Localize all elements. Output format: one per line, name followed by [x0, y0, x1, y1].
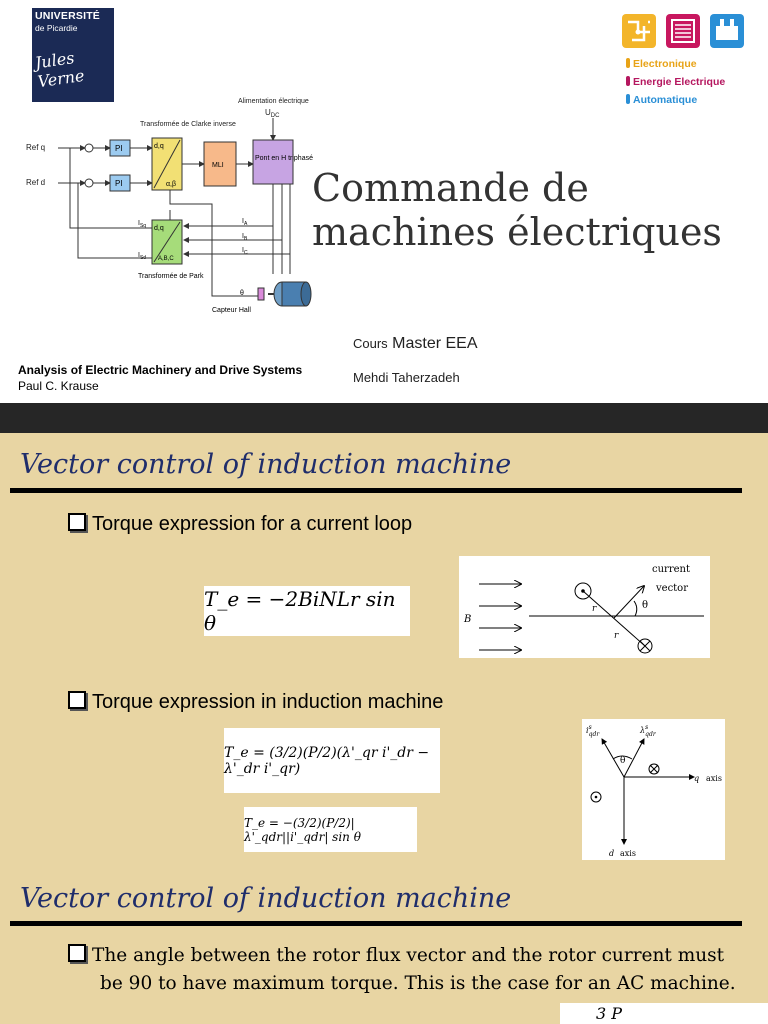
- equation-torque-induction-1: T_e = (3/2)(P/2)(λ'_qr i'_dr − λ'_dr i'_…: [224, 728, 440, 793]
- lab-automatique: Automatique: [626, 94, 697, 106]
- university-signature: Jules Verne: [33, 48, 86, 92]
- svg-text:IA: IA: [242, 218, 248, 227]
- diag-park: Transformée de Park: [138, 273, 204, 280]
- content-slide: Vector control of induction machine Torq…: [0, 433, 768, 1024]
- diag-udc-sub: DC: [271, 113, 280, 119]
- angle-explanation: The angle between the rotor flux vector …: [68, 942, 736, 998]
- equation-partial: 3 P: [560, 1003, 768, 1024]
- automation-icon: [710, 14, 744, 48]
- diag-ref-q: Ref q: [26, 143, 45, 152]
- svg-text:IC: IC: [242, 247, 248, 256]
- current-loop-figure: B θ current vector r r: [459, 556, 710, 658]
- svg-text:θ: θ: [620, 756, 625, 766]
- slide-heading-2: Vector control of induction machine: [20, 883, 512, 914]
- title-slide: UNIVERSITÉ de Picardie Jules Verne Elect…: [0, 0, 768, 403]
- checkbox-bullet-icon: [68, 691, 86, 709]
- slide-heading: Vector control of induction machine: [20, 449, 512, 480]
- inverter-block: [252, 139, 294, 185]
- svg-text:B: B: [463, 614, 471, 625]
- svg-text:ISq: ISq: [138, 220, 146, 229]
- control-block-diagram: Alimentation électrique UDC Transformée …: [26, 98, 313, 314]
- svg-text:θ: θ: [240, 290, 244, 297]
- svg-text:PI: PI: [115, 144, 123, 153]
- presentation-title: Commande de machines électriques: [312, 166, 722, 254]
- lab-logos: Electronique Energie Electrique Automati…: [622, 14, 744, 106]
- svg-text:PI: PI: [115, 179, 123, 188]
- svg-text:θ: θ: [642, 600, 648, 611]
- checkbox-bullet-icon: [68, 944, 86, 962]
- sum-node-q: [84, 143, 94, 153]
- university-name: UNIVERSITÉ: [35, 10, 101, 22]
- diag-capteur: Capteur Hall: [212, 307, 251, 314]
- svg-text:r: r: [614, 631, 619, 641]
- diag-clarke: Transformée de Clarke inverse: [140, 121, 236, 128]
- diag-pont: Pont en H triphasé: [255, 155, 313, 162]
- bullet-torque-loop: Torque expression for a current loop: [68, 513, 412, 536]
- course-label: Cours Master EEA: [353, 335, 478, 352]
- sum-node-d: [84, 178, 94, 188]
- svg-text:A,B,C: A,B,C: [158, 256, 174, 262]
- slide-separator: [0, 403, 768, 433]
- svg-text:current: current: [652, 564, 690, 575]
- checkbox-bullet-icon: [68, 513, 86, 531]
- university-subname: de Picardie: [35, 23, 78, 33]
- diag-ref-d: Ref d: [26, 178, 45, 187]
- svg-text:α,β: α,β: [166, 181, 176, 188]
- lab-electronique: Electronique: [626, 58, 697, 70]
- svg-text:d,q: d,q: [154, 225, 164, 232]
- svg-text:axis: axis: [706, 774, 722, 783]
- svg-text:q: q: [694, 774, 699, 783]
- heading-rule-2: [10, 921, 742, 926]
- svg-text:IB: IB: [242, 233, 248, 242]
- svg-text:UDC: UDC: [265, 108, 280, 119]
- diag-udc: U: [265, 108, 271, 117]
- diag-alimentation: Alimentation électrique: [238, 98, 309, 105]
- book-reference: Analysis of Electric Machinery and Drive…: [18, 363, 303, 393]
- svg-text:ISd: ISd: [138, 252, 146, 261]
- svg-text:r: r: [592, 604, 597, 614]
- diag-mli: MLI: [212, 162, 224, 169]
- author-name: Mehdi Taherzadeh: [353, 370, 460, 385]
- electronics-icon: [622, 14, 656, 48]
- motor-icon: [268, 281, 312, 307]
- equation-torque-loop: T_e = −2BiNLr sin θ: [204, 586, 410, 636]
- bullet-torque-induction: Torque expression in induction machine: [68, 691, 443, 714]
- heading-rule: [10, 488, 742, 493]
- svg-text:d,q: d,q: [154, 143, 164, 150]
- svg-text:d: d: [609, 849, 614, 858]
- svg-text:vector: vector: [655, 583, 688, 594]
- svg-text:axis: axis: [620, 849, 636, 858]
- equation-torque-induction-2: T_e = −(3/2)(P/2)|λ'_qdr||i'_qdr| sin θ: [244, 807, 417, 852]
- lab-energie: Energie Electrique: [626, 76, 725, 88]
- university-logo: UNIVERSITÉ de Picardie Jules Verne: [32, 8, 114, 102]
- energy-icon: [666, 14, 700, 48]
